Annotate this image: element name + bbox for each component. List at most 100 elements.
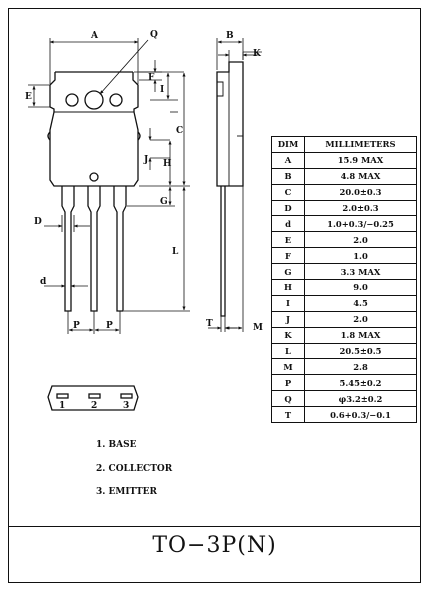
tab-outline-right [132,72,139,112]
table-header-millimeters: MILLIMETERS [304,136,417,153]
dim-label-C: C [176,126,183,136]
pin-list-item: 3. EMITTER [96,487,157,497]
dim-label-T: T [206,319,213,329]
dim-label-F: F [148,73,155,83]
table-cell-value: 1.0+0.3/−0.25 [304,215,417,233]
pin-list-item: 2. COLLECTOR [96,463,173,474]
dim-label-A: A [90,31,99,41]
table-cell-value: 2.0±0.3 [304,199,417,217]
tab-hole-right [109,93,123,107]
dim-label-H: H [163,159,172,169]
table-cell-dim: F [271,247,305,265]
table-cell-dim: B [271,167,305,185]
dim-label-K: K [253,49,262,59]
front-view [47,71,141,312]
dim-label-L: L [172,247,179,257]
table-cell-dim: A [271,151,305,169]
dim-label-Q: Q [150,30,158,40]
dim-label-I: I [160,85,164,95]
dim-label-G: G [160,197,168,207]
table-cell-dim: Q [271,390,305,408]
dim-label-E: E [25,92,32,102]
table-cell-dim: G [271,263,305,281]
table-cell-value: 4.5 [304,294,417,312]
pin-number-3: 3 [123,401,129,411]
table-cell-value: 20.5±0.5 [304,342,417,360]
side-lead [220,186,226,317]
pin-list-item: 1. BASE [96,440,137,450]
table-cell-dim: E [271,231,305,249]
table-header-dim: DIM [271,136,305,153]
body-notch-right [137,131,141,141]
pin-list: 1. BASE 2. COLLECTOR 3. EMITTER [96,434,172,505]
table-cell-dim: K [271,326,305,344]
table-cell-dim: D [271,199,305,217]
table-cell-value: 9.0 [304,279,417,296]
lead-3 [113,186,127,312]
tab-hole-left [65,93,79,107]
table-cell-dim: I [271,294,305,312]
table-cell-value: 2.0 [304,231,417,249]
table-cell-dim: d [271,215,305,233]
body-outline [49,111,139,187]
dim-label-M: M [253,323,263,333]
pin-diagram [47,385,139,411]
table-cell-dim: H [271,279,305,296]
table-cell-value: 15.9 MAX [304,151,417,169]
table-cell-dim: T [271,406,305,424]
title-divider [8,526,421,527]
table-cell-value: 20.0±0.3 [304,183,417,201]
table-cell-value: 0.6+0.3/−0.1 [304,406,417,424]
side-body [216,61,244,187]
dim-label-P-2: P [106,321,113,331]
front-dimensions [28,38,190,334]
table-cell-dim: L [271,342,305,360]
table-cell-dim: J [271,310,305,328]
table-cell-value: φ3.2±0.2 [304,390,417,408]
pin-number-1: 1 [59,401,65,411]
table-cell-value: 2.8 [304,358,417,376]
mounting-hole [84,90,104,110]
lead-1 [61,186,75,312]
dim-label-P-1: P [73,321,80,331]
table-cell-value: 1.8 MAX [304,326,417,344]
body-notch-left [47,131,51,141]
package-title: TO−3P(N) [152,533,277,558]
dim-label-J: J [143,155,148,165]
table-cell-dim: C [271,183,305,201]
table-cell-value: 1.0 [304,247,417,265]
table-cell-dim: P [271,374,305,392]
side-view [216,61,244,317]
table-cell-value: 4.8 MAX [304,167,417,185]
pin-2-mark [88,393,101,399]
pin-number-2: 2 [91,401,97,411]
tab-outline-left [49,72,56,112]
drawing-frame [8,8,421,583]
side-dimensions [208,38,262,332]
table-cell-value: 2.0 [304,310,417,328]
table-cell-dim: M [271,358,305,376]
pin-1-mark [56,393,69,399]
lead-2 [87,186,101,312]
pin-3-mark [120,393,133,399]
dim-label-d: d [40,277,47,287]
dim-label-B: B [226,31,234,41]
